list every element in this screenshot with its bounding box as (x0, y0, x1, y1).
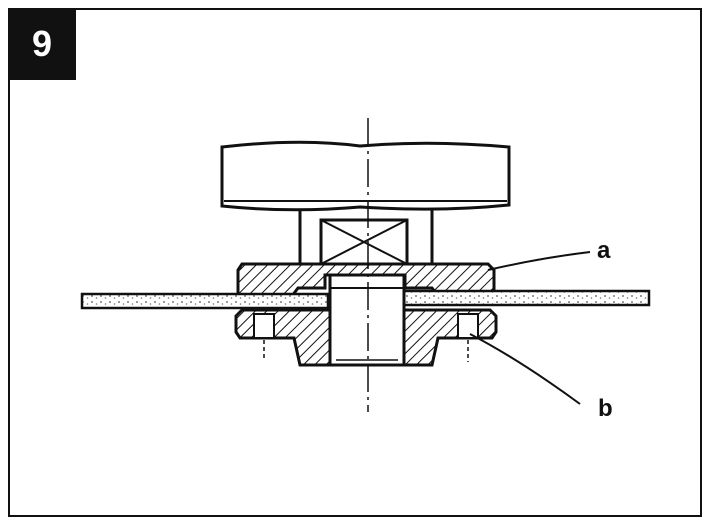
lower-flange-right (402, 308, 498, 367)
label-a: a (597, 237, 611, 264)
bearing-nut (319, 218, 409, 266)
figure-number: 9 (31, 23, 53, 64)
motor-housing (220, 140, 511, 212)
pin-hole-right (457, 313, 479, 362)
figure-number-badge: 9 (8, 8, 76, 80)
label-b: b (598, 395, 613, 422)
lower-flange (234, 308, 332, 367)
cutting-disc-right (402, 289, 651, 307)
cutting-disc-left (80, 292, 330, 310)
pin-hole-left (253, 313, 275, 360)
leader-line-b (469, 333, 581, 405)
arbor (328, 273, 406, 367)
leader-line-a (487, 251, 591, 271)
